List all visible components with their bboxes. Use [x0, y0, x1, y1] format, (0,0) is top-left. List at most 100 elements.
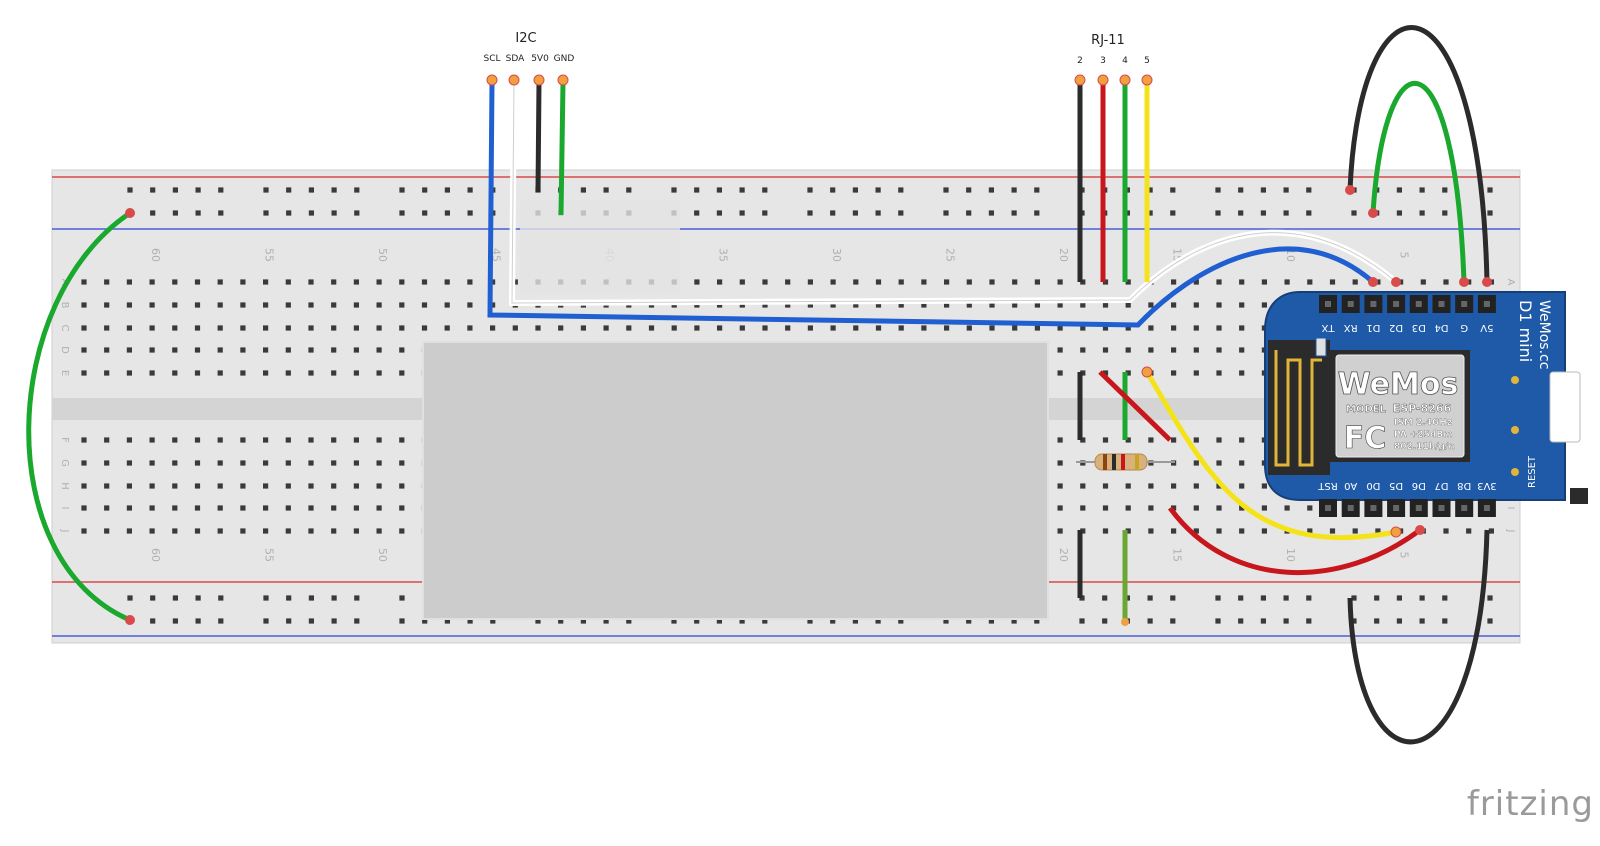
rail-hole — [308, 595, 314, 601]
rail-hole — [1419, 187, 1425, 193]
terminal-hole — [376, 437, 382, 443]
terminal-hole — [331, 505, 337, 511]
rail-hole — [762, 187, 768, 193]
rail-hole — [195, 618, 201, 624]
rail-hole — [127, 187, 133, 193]
terminal-hole — [1216, 347, 1222, 353]
terminal-hole — [285, 302, 291, 308]
rail-hole — [195, 595, 201, 601]
terminal-hole — [1193, 505, 1199, 511]
terminal-hole — [1171, 505, 1177, 511]
terminal-hole — [81, 528, 87, 534]
rail-hole — [716, 618, 722, 624]
rail-hole — [218, 187, 224, 193]
terminal-hole — [830, 279, 836, 285]
rail-hole — [1170, 595, 1176, 601]
module-pin-label: 3V3 — [1477, 480, 1497, 491]
terminal-hole — [331, 437, 337, 443]
terminal-hole — [194, 347, 201, 353]
wire-yellow-d6 — [1144, 370, 1397, 541]
terminal-hole — [149, 279, 155, 285]
terminal-hole — [1171, 437, 1177, 443]
rail-hole — [1442, 187, 1448, 193]
rail-hole — [1260, 210, 1266, 216]
wire-green-left — [26, 210, 132, 623]
terminal-hole — [217, 302, 223, 308]
terminal-hole — [263, 437, 269, 443]
terminal-hole — [353, 302, 359, 308]
column-number: 5 — [1398, 252, 1411, 259]
terminal-hole — [875, 279, 882, 285]
terminal-hole — [399, 325, 405, 331]
rail-hole — [263, 210, 269, 216]
terminal-hole — [421, 302, 428, 308]
rail-hole — [1351, 595, 1357, 601]
terminal-hole — [285, 505, 291, 511]
terminal-hole — [830, 325, 836, 331]
rail-hole — [739, 618, 745, 624]
rail-hole — [399, 210, 405, 216]
rail-hole — [875, 187, 881, 193]
terminal-hole — [263, 505, 269, 511]
terminal-hole — [149, 528, 155, 534]
terminal-hole — [353, 325, 359, 331]
terminal-hole — [104, 370, 110, 376]
rail-hole — [898, 187, 904, 193]
terminal-hole — [1102, 528, 1109, 534]
rail-hole — [218, 210, 224, 216]
i2c-pin-label: SDA — [506, 54, 525, 64]
rail-hole — [807, 210, 813, 216]
terminal-hole — [149, 302, 155, 308]
terminal-hole — [149, 370, 155, 376]
terminal-hole — [1148, 483, 1154, 489]
terminal-hole — [1125, 347, 1131, 353]
rail-hole — [422, 618, 428, 624]
terminal-hole — [399, 347, 405, 353]
rail-hole — [1487, 618, 1493, 624]
terminal-hole — [353, 505, 359, 511]
rail-hole — [966, 210, 972, 216]
terminal-hole — [694, 279, 700, 285]
rail-hole — [1079, 618, 1085, 624]
terminal-hole — [1193, 370, 1199, 376]
rail-hole — [308, 618, 314, 624]
terminal-hole — [331, 528, 337, 534]
rail-hole — [354, 618, 360, 624]
terminal-hole — [194, 460, 201, 466]
terminal-hole — [81, 460, 87, 466]
terminal-hole — [1102, 505, 1109, 511]
terminal-hole — [126, 325, 132, 331]
rail-hole — [1487, 187, 1493, 193]
terminal-hole — [1102, 325, 1109, 331]
rail-hole — [399, 595, 405, 601]
terminal-hole — [308, 279, 314, 285]
rail-hole — [1170, 187, 1176, 193]
rail-hole — [444, 187, 450, 193]
terminal-hole — [399, 460, 405, 466]
terminal-hole — [376, 483, 382, 489]
terminal-hole — [376, 347, 382, 353]
module-pin-label: RX — [1344, 322, 1358, 333]
terminal-hole — [853, 325, 859, 331]
rail-hole — [444, 210, 450, 216]
rail-hole — [1351, 618, 1357, 624]
reset-button — [1570, 488, 1588, 504]
terminal-hole — [81, 325, 87, 331]
rail-hole — [172, 210, 178, 216]
terminal-hole — [1080, 325, 1086, 331]
terminal-hole — [1193, 347, 1199, 353]
terminal-hole — [1239, 460, 1245, 466]
rail-hole — [308, 210, 314, 216]
column-number: 35 — [717, 248, 730, 262]
rj11-pin-label: 3 — [1100, 56, 1106, 66]
terminal-hole — [1216, 370, 1222, 376]
terminal-hole — [126, 279, 132, 285]
rail-hole — [943, 187, 949, 193]
terminal-hole — [1080, 347, 1086, 353]
column-number: 20 — [1057, 548, 1070, 562]
i2c-pin-label: SCL — [483, 54, 500, 64]
terminal-hole — [126, 370, 132, 376]
terminal-hole — [1102, 483, 1109, 489]
